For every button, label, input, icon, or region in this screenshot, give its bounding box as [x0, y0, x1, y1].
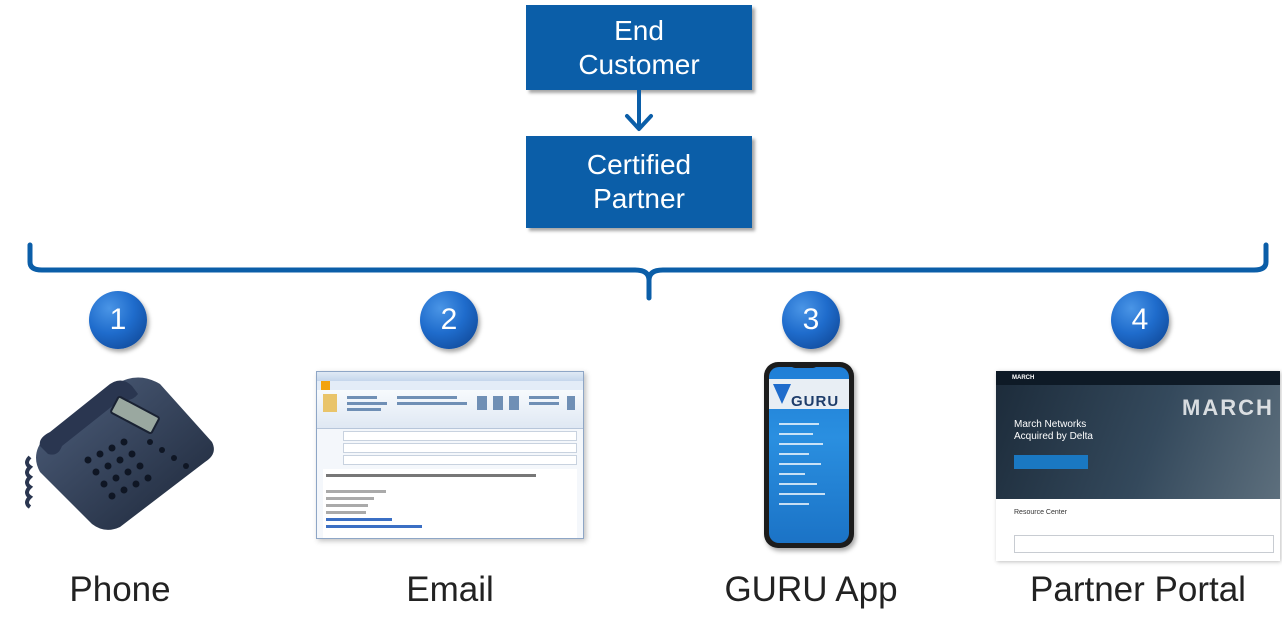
step-4-number: 4	[1131, 303, 1149, 336]
portal-logo: MARCH	[1012, 375, 1035, 381]
desk-phone-image	[25, 377, 214, 530]
guru-app-phone-image: GURU	[764, 362, 854, 548]
guru-logo-text: GURU	[791, 393, 840, 410]
email-ribbon-tabs	[317, 381, 583, 390]
email-file-tab	[321, 381, 331, 390]
step-4-badge: 4	[1111, 291, 1169, 349]
portal-learn-more-button	[1014, 455, 1088, 469]
portal-section-title: Resource Center	[1014, 509, 1067, 516]
portal-nav: MARCH	[996, 371, 1280, 385]
email-titlebar	[317, 372, 583, 381]
flow-arrow	[625, 88, 653, 131]
channel-label-email: Email	[406, 570, 494, 609]
step-1-badge: 1	[89, 291, 147, 349]
email-to-field	[343, 431, 577, 441]
portal-headline: March Networks Acquired by Delta	[1014, 419, 1093, 443]
email-subject-field	[343, 455, 577, 465]
partner-portal-image: MARCH MARCH March Networks Acquired by D…	[996, 371, 1280, 561]
guru-app-screen: GURU	[769, 367, 849, 543]
channel-label-phone: Phone	[69, 570, 171, 609]
end-customer-box: End Customer	[526, 5, 752, 90]
portal-building-sign: MARCH	[1182, 395, 1274, 420]
guru-app-header: GURU	[769, 379, 849, 410]
step-3-number: 3	[802, 303, 820, 336]
portal-hero	[996, 371, 1280, 499]
certified-partner-box: Certified Partner	[526, 136, 752, 228]
certified-partner-line1: Certified	[586, 149, 692, 180]
portal-search-box	[1014, 535, 1274, 553]
step-3-badge: 3	[782, 291, 840, 349]
guru-logo-icon	[773, 384, 791, 404]
channel-bracket	[27, 242, 1269, 301]
portal-headline-line2: Acquired by Delta	[1014, 431, 1093, 442]
certified-partner-line2: Partner	[593, 183, 685, 214]
end-customer-line2: Customer	[578, 48, 700, 80]
channel-label-guru-app: GURU App	[724, 570, 898, 609]
step-1-number: 1	[109, 303, 127, 336]
email-body	[323, 469, 577, 538]
end-customer-line1: End	[614, 14, 664, 46]
email-ribbon	[317, 390, 583, 429]
step-2-number: 2	[440, 303, 458, 336]
email-window-image	[316, 371, 584, 539]
channel-label-partner-portal: Partner Portal	[1030, 570, 1246, 609]
portal-headline-line1: March Networks	[1014, 419, 1087, 430]
email-cc-field	[343, 443, 577, 453]
step-2-badge: 2	[420, 291, 478, 349]
